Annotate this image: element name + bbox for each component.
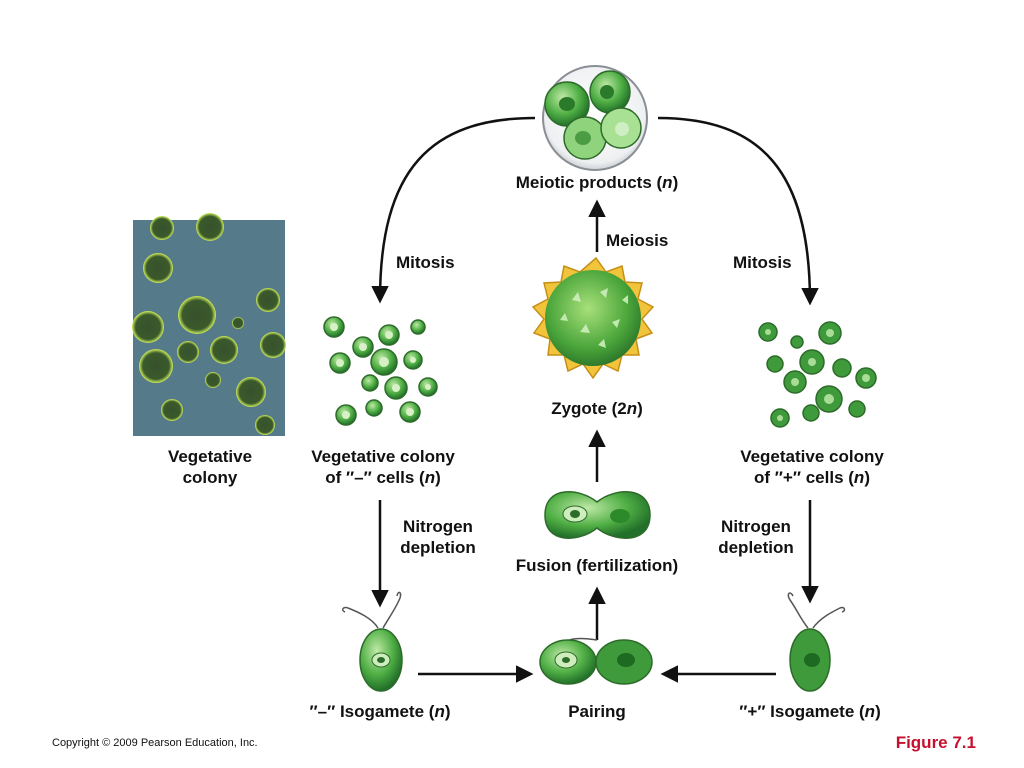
nitrogen-right-label: Nitrogen depletion bbox=[718, 517, 794, 557]
plus-isogamete-label: ″+″ Isogamete (n) bbox=[739, 702, 881, 721]
mitosis-right-arrow bbox=[657, 116, 819, 306]
minus-isogamete-label: ″–″ Isogamete (n) bbox=[309, 702, 451, 721]
fusion-label: Fusion (fertilization) bbox=[515, 556, 679, 575]
plus-isogamete-illustration bbox=[787, 592, 846, 692]
vegetative-colony-photo-label: Vegetative colony bbox=[167, 447, 253, 487]
mitosis-right-label: Mitosis bbox=[733, 253, 792, 272]
nitrogen-left-label: Nitrogen depletion bbox=[400, 517, 476, 557]
mitosis-left-arrow bbox=[371, 116, 536, 304]
meiotic-products-illustration bbox=[542, 65, 648, 171]
figure-number: Figure 7.1 bbox=[895, 733, 976, 752]
mitosis-left-label: Mitosis bbox=[396, 253, 455, 272]
minus-colony-label: Vegetative colony of ″–″ cells (n) bbox=[311, 447, 455, 487]
meiotic-products-label: Meiotic products (n) bbox=[515, 173, 679, 192]
vegetative-colony-photo bbox=[132, 213, 286, 436]
zygote-label: Zygote (2n) bbox=[551, 399, 643, 418]
pairing-label: Pairing bbox=[568, 702, 626, 721]
plus-colony-label: Vegetative colony of ″+″ cells (n) bbox=[740, 447, 884, 487]
pairing-illustration bbox=[539, 637, 653, 685]
plus-colony-cells bbox=[758, 321, 877, 428]
copyright-notice: Copyright © 2009 Pearson Education, Inc. bbox=[52, 737, 258, 749]
meiosis-label: Meiosis bbox=[606, 231, 669, 250]
minus-isogamete-illustration bbox=[341, 591, 403, 692]
zygote-illustration bbox=[531, 256, 655, 380]
minus-colony-cells bbox=[323, 316, 438, 426]
fusion-illustration bbox=[544, 491, 651, 539]
